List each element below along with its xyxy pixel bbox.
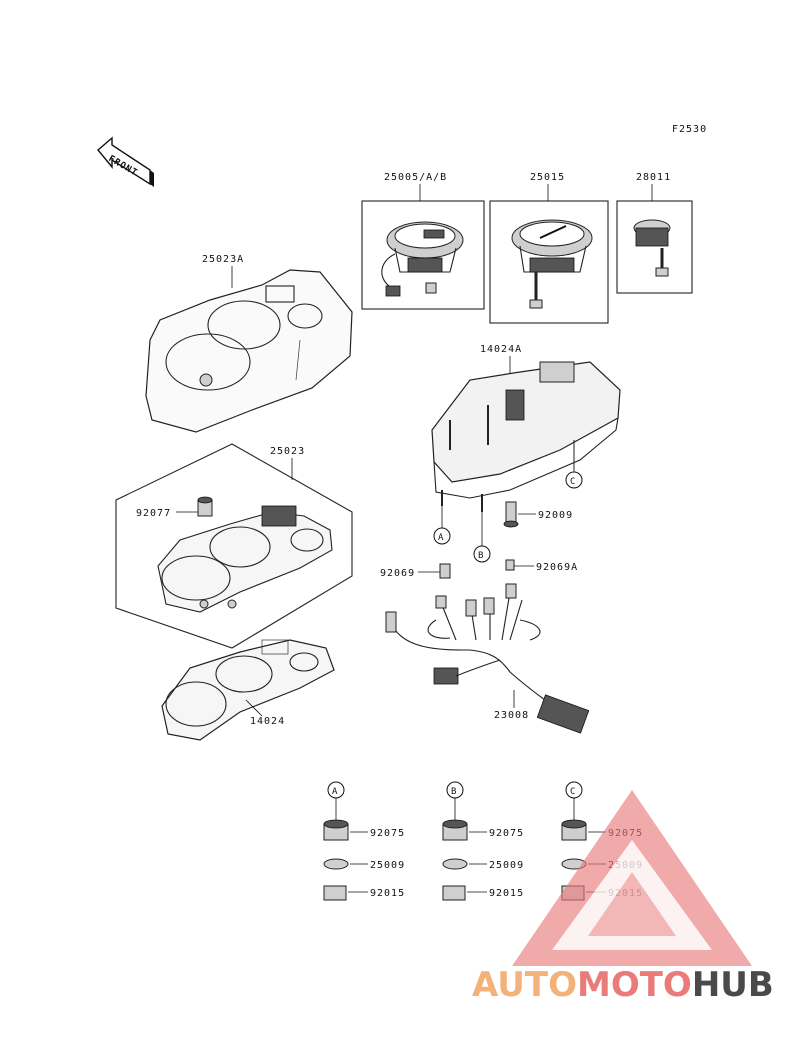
callout-c-case-label: C bbox=[570, 477, 576, 487]
tachometer-box bbox=[489, 200, 609, 324]
callout-a-case-label: A bbox=[438, 533, 444, 543]
callout-c-case bbox=[565, 471, 583, 489]
grommet-92077 bbox=[197, 496, 213, 517]
figure-code: F2530 bbox=[672, 124, 707, 135]
bulb-box bbox=[616, 200, 693, 294]
meter-assembly bbox=[157, 505, 333, 613]
washer-b bbox=[442, 858, 468, 870]
meter-assembly-outline bbox=[115, 443, 353, 649]
screw-92009 bbox=[503, 501, 519, 528]
meter-bracket bbox=[161, 639, 335, 741]
label-b-nut: 92015 bbox=[489, 888, 524, 899]
speedometer-unit bbox=[381, 221, 464, 297]
watermark-part1: AUTO bbox=[472, 965, 577, 1005]
watermark-part3: HUB bbox=[692, 965, 774, 1005]
front-arrow: FRONT bbox=[97, 136, 154, 187]
callout-a-set-label: A bbox=[332, 787, 338, 797]
meter-case bbox=[431, 361, 621, 512]
label-23008: 23008 bbox=[494, 710, 529, 721]
label-92077: 92077 bbox=[136, 508, 171, 519]
label-14024A: 14024A bbox=[480, 344, 522, 355]
mounting-set-a: A 92075 25009 92015 bbox=[323, 781, 405, 901]
meter-cover bbox=[145, 269, 353, 433]
watermark-logo bbox=[512, 790, 752, 966]
nut-b bbox=[442, 885, 466, 901]
label-92069A: 92069A bbox=[536, 562, 578, 573]
callout-b-case-label: B bbox=[478, 551, 484, 561]
label-b-washer: 25009 bbox=[489, 860, 524, 871]
callout-b-case bbox=[473, 545, 491, 563]
speedometer-box bbox=[361, 200, 485, 310]
label-92069: 92069 bbox=[380, 568, 415, 579]
label-25023A: 25023A bbox=[202, 254, 244, 265]
callout-b-set-label: B bbox=[451, 787, 457, 797]
nut-a bbox=[323, 885, 347, 901]
callout-c-set-label: C bbox=[570, 787, 576, 797]
label-a-grommet: 92075 bbox=[370, 828, 405, 839]
label-25015: 25015 bbox=[530, 172, 565, 183]
watermark-text: AUTOMOTOHUB bbox=[472, 965, 774, 1005]
bulb-92069 bbox=[439, 563, 451, 579]
bulb-socket bbox=[633, 219, 671, 277]
label-28011: 28011 bbox=[636, 172, 671, 183]
bulb-92069A bbox=[505, 559, 515, 571]
label-25023: 25023 bbox=[270, 446, 305, 457]
mounting-set-b: B 92075 25009 92015 bbox=[442, 781, 524, 901]
label-92009: 92009 bbox=[538, 510, 573, 521]
callout-a-case bbox=[433, 527, 451, 545]
label-a-washer: 25009 bbox=[370, 860, 405, 871]
washer-a bbox=[323, 858, 349, 870]
label-14024: 14024 bbox=[250, 716, 285, 727]
label-b-grommet: 92075 bbox=[489, 828, 524, 839]
watermark-part2: MOTO bbox=[577, 965, 692, 1005]
label-25005: 25005/A/B bbox=[384, 172, 447, 183]
wiring-harness bbox=[385, 583, 590, 734]
label-a-nut: 92015 bbox=[370, 888, 405, 899]
tachometer-unit bbox=[511, 219, 593, 309]
